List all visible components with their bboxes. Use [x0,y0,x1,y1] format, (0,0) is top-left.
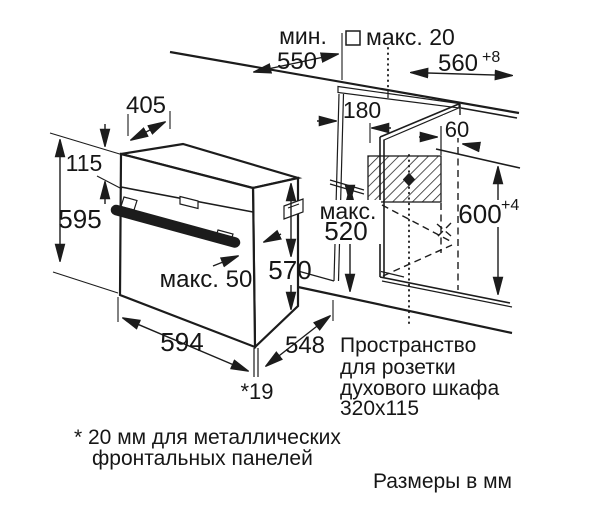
socket-note-line2: для розетки [340,356,456,379]
label-19: *19 [240,379,273,404]
door-latch [179,195,199,210]
plinth-edge [297,285,513,335]
dim-115 [49,124,124,204]
panel-square-symbol [345,30,361,46]
label-min550-prefix: мин. [279,23,327,49]
dim-60 [419,115,480,147]
label-548: 548 [285,332,325,359]
units-note: Размеры в мм [373,470,512,493]
socket-note: Пространство для розетки духового шкафа … [340,334,499,420]
divider-panel-edge [333,93,340,282]
socket-note-line3: духового шкафа [340,377,499,400]
oven [110,142,304,350]
dim-max20 [345,30,361,46]
dim-min550 [254,33,343,80]
label-60: 60 [445,117,469,142]
socket-marker-icon [402,172,416,187]
dim-19 [253,348,259,377]
footnote: * 20 мм для металлических фронтальных па… [74,426,341,470]
oven-front-face [118,152,257,349]
label-560-tolerance: +8 [482,49,500,66]
label-max520-value: 520 [324,216,367,246]
dim-594 [117,297,248,371]
socket-area [367,155,442,203]
label-600: 600 [458,199,501,229]
dim-max50 [212,234,281,266]
label-max50: макс. 50 [160,266,253,293]
label-115: 115 [66,150,103,176]
label-180: 180 [343,97,381,123]
label-600-tolerance: +4 [501,197,519,214]
dim-560 [411,73,512,76]
dim-180 [317,121,391,143]
socket-note-line4: 320x115 [340,397,419,420]
label-min550-value: 550 [277,48,317,75]
footnote-line1: * 20 мм для металлических [74,426,341,449]
label-405: 405 [126,92,166,119]
label-max20: макс. 20 [366,24,455,50]
socket-note-line1: Пространство [340,334,476,357]
label-max520-word: макс. [320,198,377,224]
footnote-line2: фронтальных панелей [92,447,313,470]
label-560: 560 [438,50,478,77]
label-570: 570 [268,255,311,285]
dim-405 [127,111,171,140]
dim-548 [266,300,334,366]
dim-600 [459,167,506,294]
label-595: 595 [58,204,101,234]
dim-595 [52,140,119,294]
dim-max520 [317,188,381,291]
label-594: 594 [160,327,203,357]
door-handle [110,196,241,248]
